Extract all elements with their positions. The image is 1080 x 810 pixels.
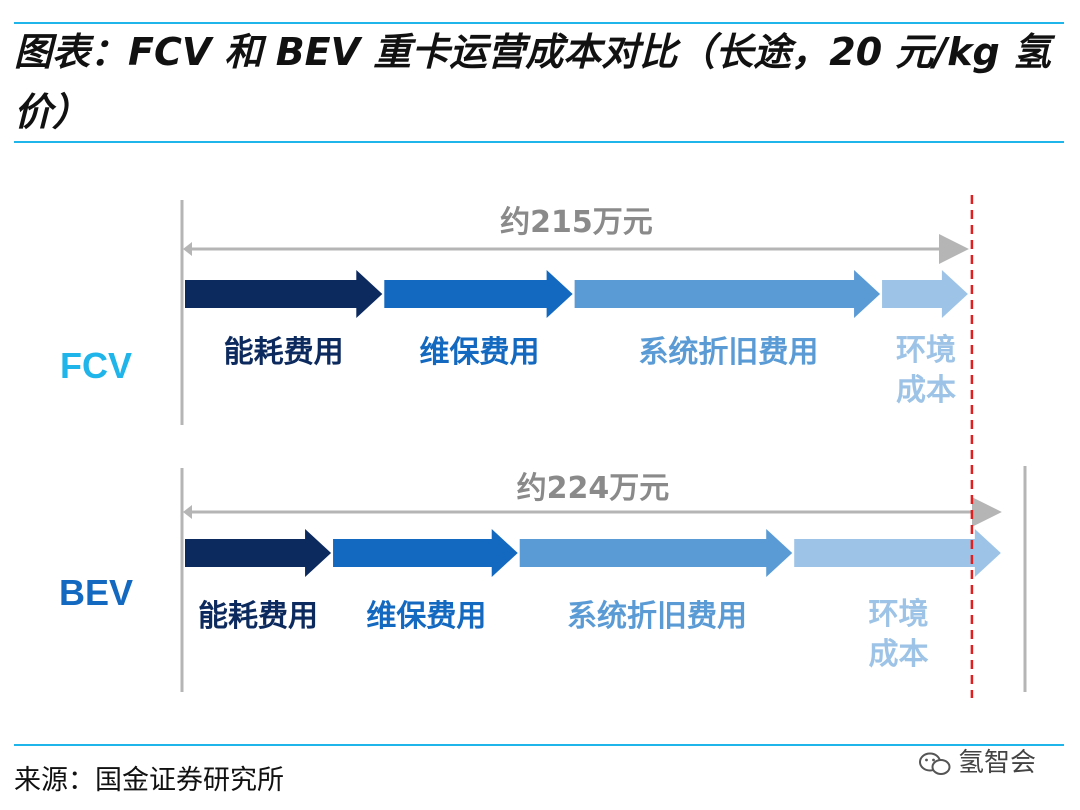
- segment-label: 环境成本: [896, 333, 956, 408]
- segment-label: 环境成本: [869, 597, 929, 672]
- segment-label-line: 成本: [896, 373, 956, 408]
- segment-label-line: 环境: [896, 333, 956, 368]
- bar-segment: [794, 529, 1001, 577]
- total-label: 约224万元: [517, 471, 670, 506]
- segment-label: 系统折旧费用: [638, 335, 818, 370]
- top-rule: [14, 22, 1064, 24]
- bar-segment: [574, 270, 881, 318]
- row-label-fcv: FCV: [60, 345, 132, 386]
- figure-title: 图表：FCV 和 BEV 重卡运营成本对比（长途，20 元/kg 氢价）: [14, 30, 1051, 134]
- bottom-rule: [14, 744, 1064, 746]
- watermark-text: 氢智会: [958, 748, 1037, 778]
- bar-segment: [185, 529, 332, 577]
- segment-label-line: 成本: [869, 637, 929, 672]
- bar-segment: [384, 270, 573, 318]
- bar-segment: [333, 529, 518, 577]
- row-label-bev: BEV: [59, 572, 133, 613]
- segment-label: 能耗费用: [224, 335, 344, 370]
- title-rule: [14, 141, 1064, 143]
- segment-label: 系统折旧费用: [567, 599, 747, 634]
- total-span-arrowhead-left: [183, 505, 192, 519]
- bar-segment: [519, 529, 793, 577]
- bar-segment: [882, 270, 968, 318]
- segment-label: 维保费用: [419, 335, 539, 370]
- watermark: 氢智会: [918, 742, 1036, 779]
- source-note: 来源：国金证券研究所: [14, 765, 284, 796]
- total-label: 约215万元: [500, 205, 653, 240]
- bar-segment: [185, 270, 383, 318]
- wechat-icon: [919, 752, 951, 775]
- segment-label: 能耗费用: [198, 599, 318, 634]
- segment-label: 维保费用: [366, 599, 486, 634]
- segment-label-line: 环境: [869, 597, 929, 632]
- total-span-arrowhead-left: [183, 242, 192, 256]
